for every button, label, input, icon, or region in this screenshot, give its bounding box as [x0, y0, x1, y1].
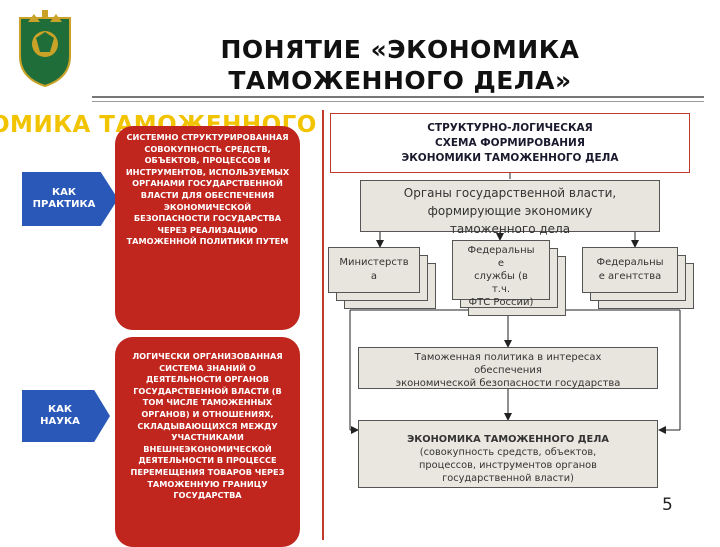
diagram-header: СТРУКТУРНО-ЛОГИЧЕСКАЯ СХЕМА ФОРМИРОВАНИЯ…: [330, 113, 690, 173]
customs-economics-box: ЭКОНОМИКА ТАМОЖЕННОГО ДЕЛА (совокупность…: [358, 420, 658, 488]
customs-policy-box: Таможенная политика в интересах обеспече…: [358, 347, 658, 389]
state-bodies-box: Органы государственной власти, формирующ…: [360, 180, 660, 236]
federal-agencies-box: Федеральны е агентства: [582, 247, 678, 293]
page-number: 5: [662, 495, 673, 515]
ministries-box: Министерств а: [328, 247, 420, 293]
practice-definition-panel: СИСТЕМНО СТРУКТУРИРОВАННАЯ СОВОКУПНОСТЬ …: [115, 126, 300, 330]
science-definition-panel: ЛОГИЧЕСКИ ОРГАНИЗОВАННАЯ СИСТЕМА ЗНАНИЙ …: [115, 337, 300, 547]
title-rule: [92, 96, 704, 98]
federal-services-box: Федеральны е службы (в т.ч. ФТС России): [452, 240, 550, 308]
vertical-divider: [322, 110, 324, 540]
page-title: ПОНЯТИЕ «ЭКОНОМИКА ТАМОЖЕННОГО ДЕЛА»: [220, 35, 580, 95]
customs-emblem-logo: [14, 8, 76, 88]
title-rule-thin: [92, 101, 704, 102]
